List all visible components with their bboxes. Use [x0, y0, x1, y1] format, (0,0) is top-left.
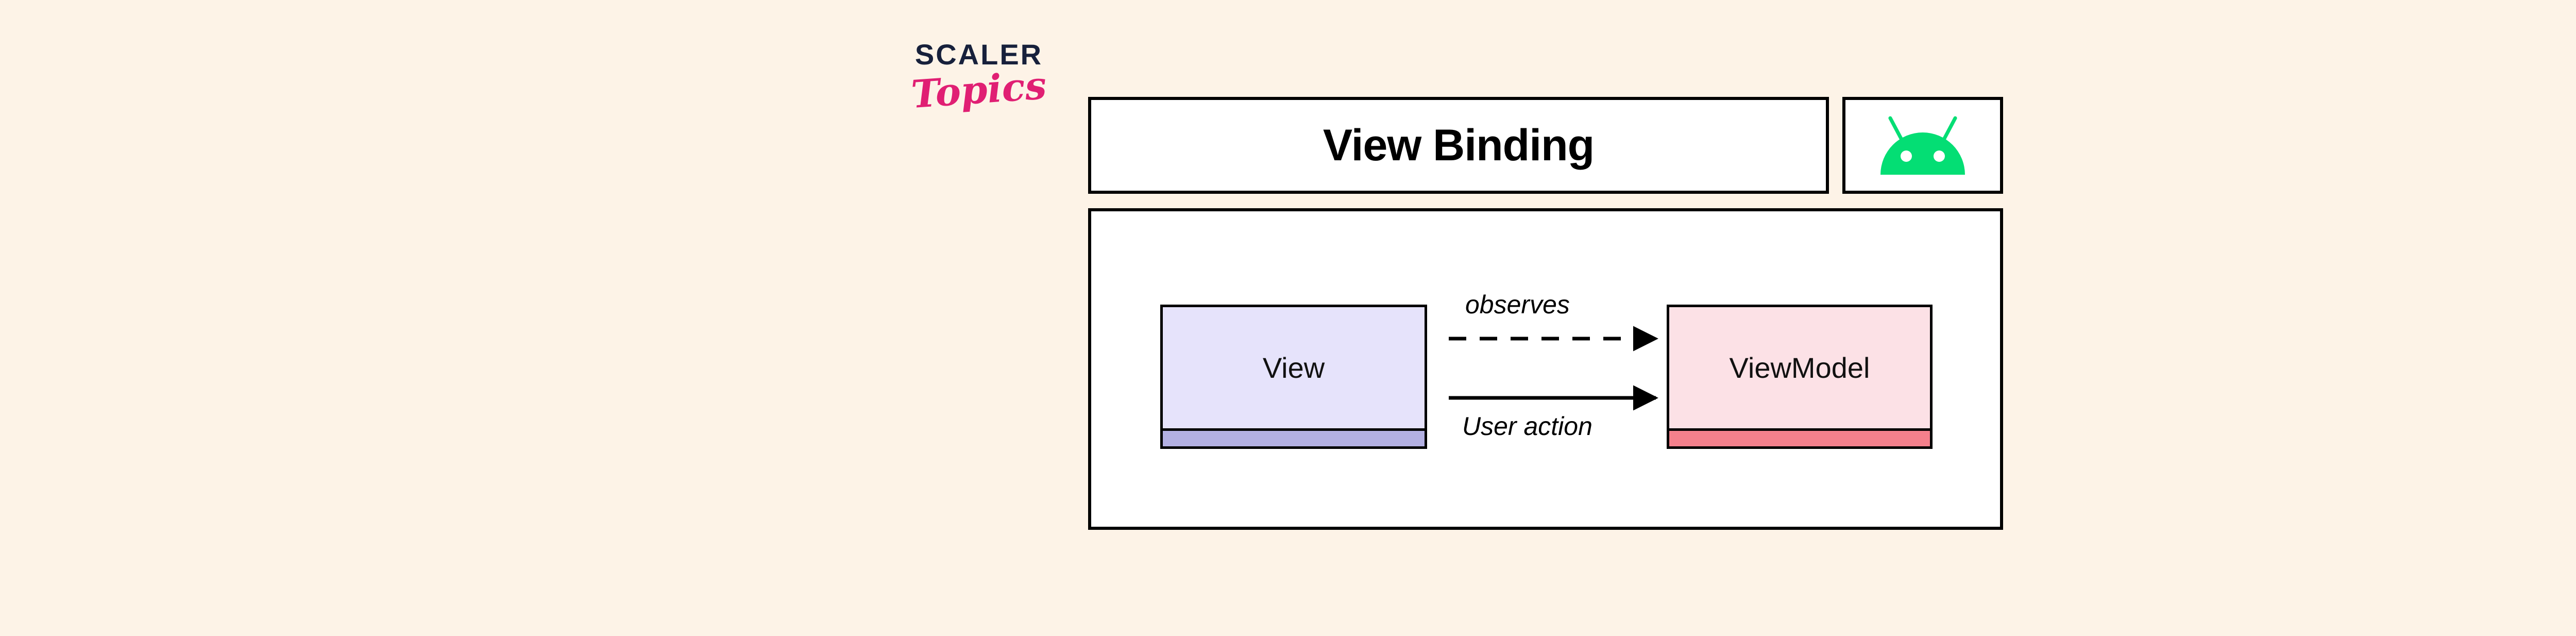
edge-label-user-action: User action: [1462, 412, 1592, 441]
edge-label-observes: observes: [1465, 290, 1570, 319]
node-viewmodel-body: ViewModel: [1669, 307, 1930, 428]
scaler-topics-logo: SCALER Topics: [896, 40, 1061, 128]
diagram-node-viewmodel: ViewModel: [1667, 305, 1933, 449]
node-view-label: View: [1262, 352, 1325, 384]
logo-wordmark: SCALER: [914, 38, 1043, 71]
android-robot-icon: [1880, 116, 1965, 175]
diagram-node-view: View: [1160, 305, 1427, 449]
node-view-body: View: [1163, 307, 1425, 428]
title-bar: View Binding: [1088, 97, 1829, 194]
node-viewmodel-label: ViewModel: [1729, 352, 1870, 384]
logo-script-text: Topics: [910, 63, 1048, 118]
node-viewmodel-accent-bar: [1669, 428, 1930, 446]
page-title: View Binding: [1323, 120, 1595, 170]
android-badge: [1842, 97, 2003, 194]
node-view-accent-bar: [1163, 428, 1425, 446]
